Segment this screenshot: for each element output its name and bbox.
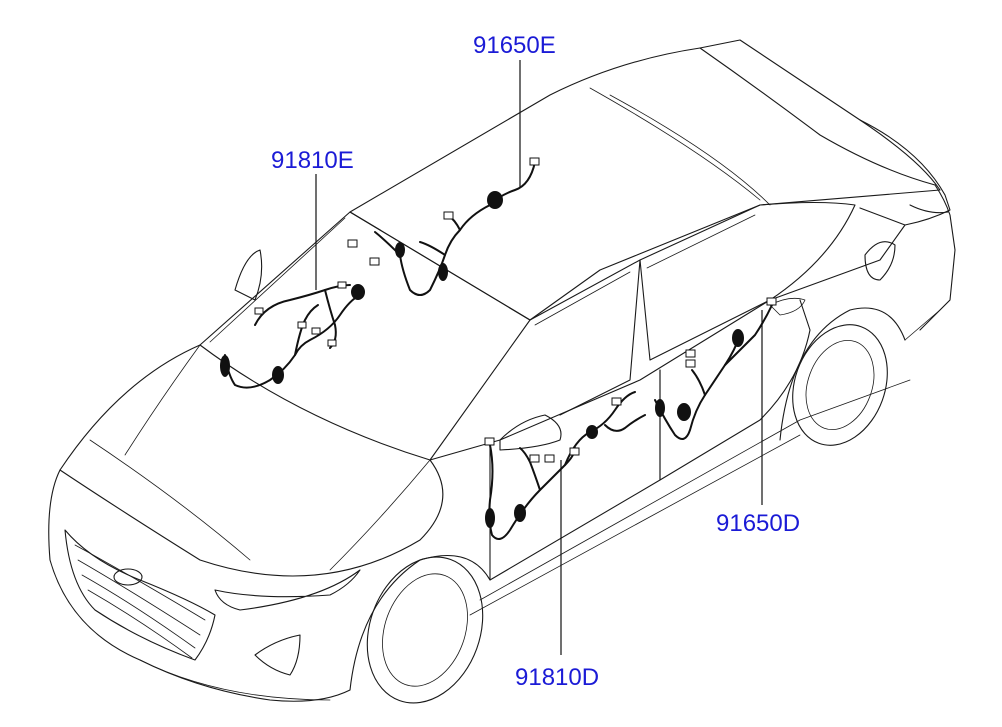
car-body-illustration — [48, 39, 956, 704]
roof-outline — [349, 39, 941, 321]
callout-label-rear-door[interactable]: 91650D — [716, 510, 800, 537]
front-fascia — [48, 469, 351, 702]
fog-light — [254, 634, 301, 676]
rear-door-outline — [659, 299, 811, 481]
callout-label-front-door[interactable]: 91810D — [515, 664, 599, 691]
callout-label-front-floor[interactable]: 91810E — [271, 147, 354, 174]
harness-front-floor — [220, 281, 365, 389]
rear-wheel — [792, 324, 888, 446]
trunk-outline — [859, 119, 951, 226]
front-side-window — [529, 259, 641, 416]
right-mirror — [499, 414, 562, 451]
callout-label-roof[interactable]: 91650E — [473, 32, 556, 59]
front-wheel-arch — [349, 554, 491, 691]
harness-rear-door — [654, 297, 777, 440]
harness-roof — [347, 157, 540, 296]
front-door-outline — [489, 369, 661, 581]
front-wheel — [366, 556, 484, 704]
harness-front-door — [484, 391, 646, 540]
headlight — [214, 569, 361, 611]
left-mirror — [234, 249, 263, 301]
emblem — [113, 568, 143, 586]
rear-side-window — [639, 201, 856, 361]
rear-wheel-arch — [779, 307, 906, 441]
windshield — [199, 211, 531, 461]
grille — [64, 529, 216, 661]
rear-roof — [699, 47, 936, 186]
hood-outline — [59, 344, 444, 577]
fuel-door — [864, 241, 896, 281]
